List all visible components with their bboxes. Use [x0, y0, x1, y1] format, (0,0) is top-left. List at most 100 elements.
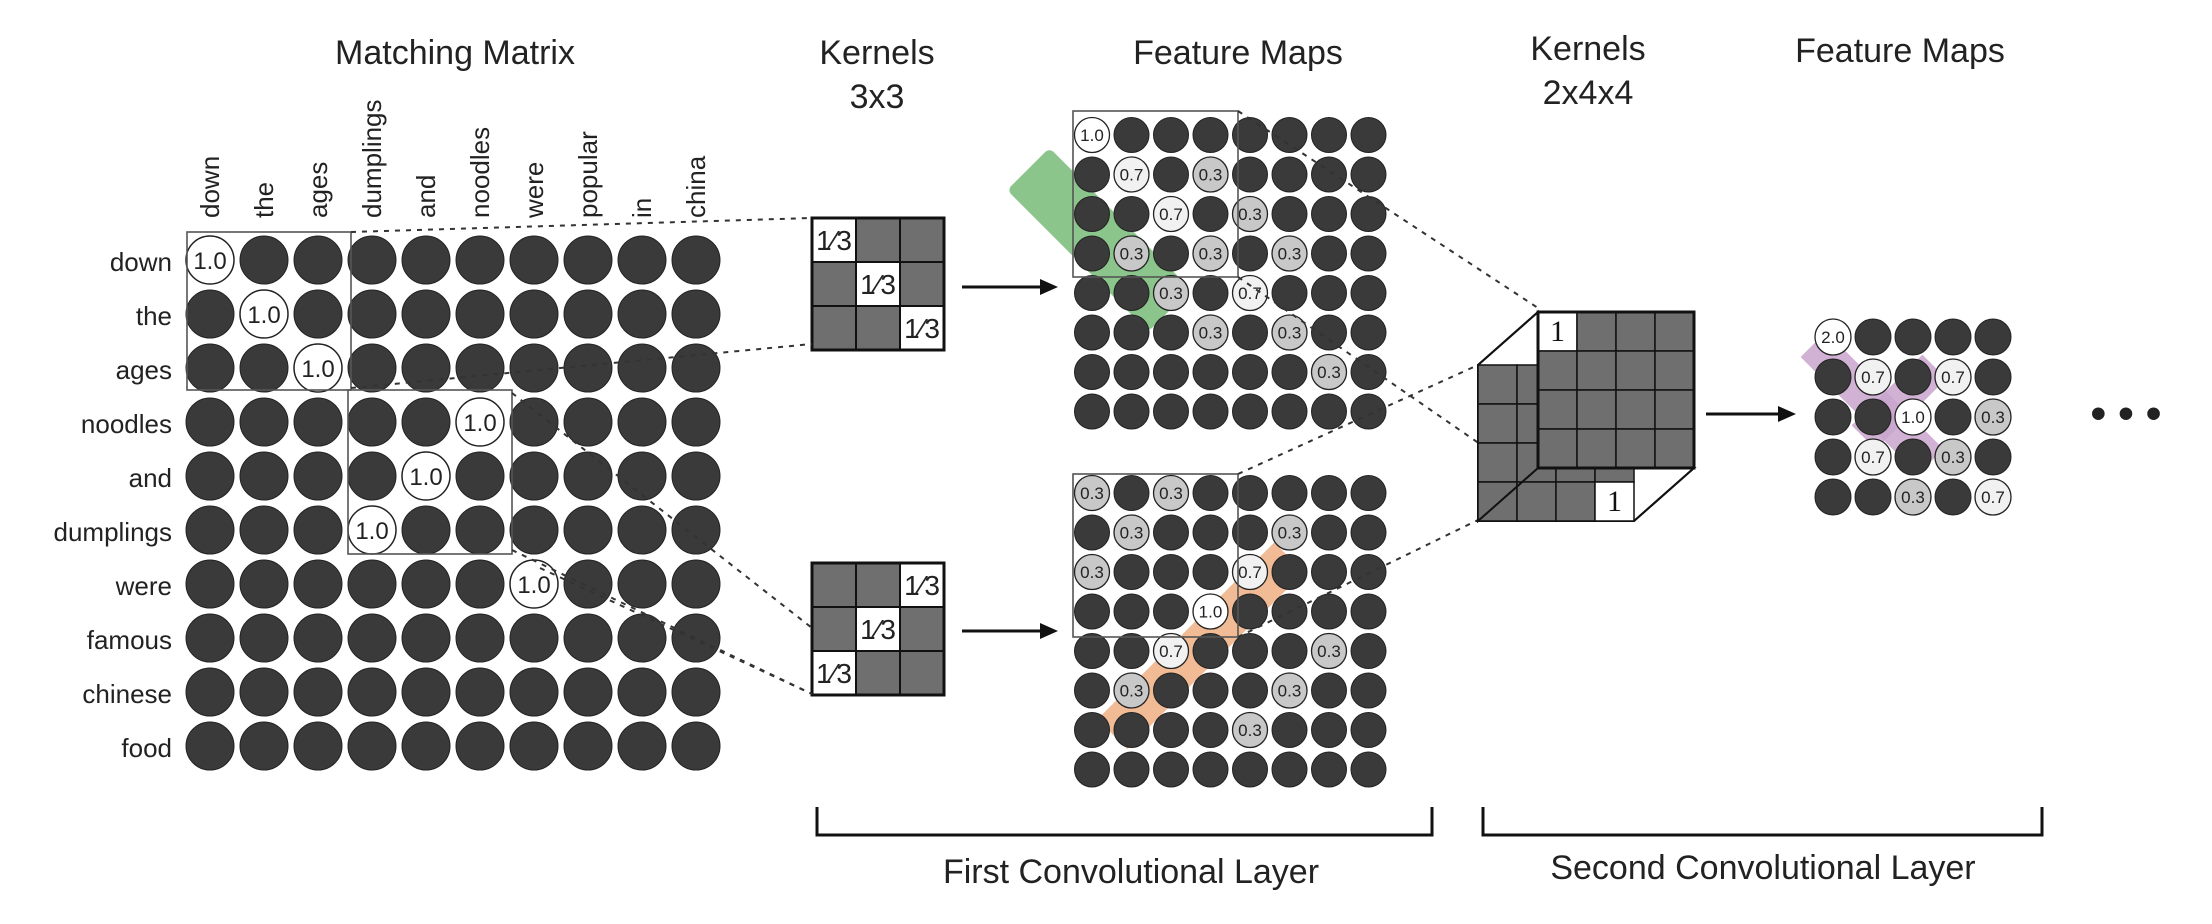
feature-cell [1152, 195, 1190, 233]
feature-cell [1350, 514, 1387, 551]
matrix-cell [401, 505, 451, 555]
kernel-cell-value: 1⁄3 [904, 570, 940, 601]
matrix-cell [455, 235, 505, 285]
matrix-row-label: food [121, 733, 172, 763]
kernel-cell [811, 562, 857, 608]
matrix-cell [185, 505, 235, 555]
feature-cell-value: 0.7 [1981, 488, 2005, 507]
feature-cell [1310, 632, 1348, 670]
feature-cell [1153, 554, 1189, 590]
kernel-2x4x4: 11 [1475, 309, 1697, 524]
matrix-cell-value: 1.0 [193, 248, 226, 275]
matrix-cell [185, 613, 235, 663]
matrix-cell-value: 1.0 [301, 356, 334, 383]
feature-cell [1113, 514, 1150, 551]
feature-cell [1311, 751, 1347, 788]
kernel3d-front-cell [1576, 428, 1617, 469]
matrix-cell [671, 343, 721, 393]
feature-cell [1232, 393, 1268, 430]
feature-cell-value: 0.7 [1861, 448, 1885, 467]
feature-cell [1271, 514, 1308, 551]
matrix-cell [293, 667, 343, 717]
feature-cell [1232, 593, 1268, 630]
matrix-cell [293, 451, 343, 501]
feature-cell-value: 0.7 [1238, 284, 1262, 303]
matrix-cell [293, 721, 343, 771]
matrix-cell [563, 721, 613, 771]
matrix-cell [455, 505, 505, 555]
feature-cell [1074, 514, 1110, 551]
kernel-cell [899, 305, 945, 351]
label-second-layer: Second Convolutional Layer [1550, 849, 1975, 887]
matrix-cell [563, 289, 613, 339]
feature-cell [1271, 554, 1308, 590]
matrix-row-label: dumplings [53, 517, 172, 547]
feature-cell [1232, 751, 1268, 788]
feature-cell [1894, 478, 1932, 516]
feature-cell-value: 0.7 [1238, 563, 1262, 582]
matrix-cell [347, 559, 397, 609]
feature-cell [1311, 275, 1347, 311]
feature-cell-value: 0.3 [1120, 245, 1144, 264]
bracket-first-layer [815, 807, 1434, 837]
matrix-cell [617, 559, 667, 609]
feature-cell [1934, 318, 1972, 356]
feature-cell [1311, 393, 1347, 430]
feature-cell [1073, 474, 1111, 512]
matrix-cell [671, 721, 721, 771]
kernel-cell [855, 562, 901, 608]
feature-cell [1074, 314, 1110, 351]
feature-cell [1113, 235, 1150, 272]
feature-cell [1113, 156, 1150, 193]
matrix-cell-value: 1.0 [409, 464, 442, 491]
matrix-cell [671, 667, 721, 717]
feature-cell-value: 0.3 [1278, 324, 1302, 343]
matrix-cell-value: 1.0 [517, 572, 550, 599]
matrix-cell [563, 613, 613, 663]
matrix-col-label: were [519, 162, 549, 219]
kernel3d-back-value: 1 [1607, 485, 1622, 518]
feature-cell [1311, 712, 1347, 748]
matrix-cell [455, 397, 505, 447]
kernel-cell [855, 305, 901, 351]
feature-cell-value: 0.3 [1080, 484, 1104, 503]
matrix-cell [509, 289, 559, 339]
fm-bottom-window [1072, 473, 1239, 638]
matrix-window-middle [347, 389, 513, 555]
matrix-cell [347, 613, 397, 663]
feature-cell [1311, 156, 1347, 193]
kernel3d-front-cell [1537, 428, 1578, 469]
dashed-connectors [350, 110, 1539, 695]
kernel-border [810, 561, 946, 697]
feature-cell [1074, 672, 1110, 709]
feature-cell [1074, 354, 1110, 390]
feature-cell-value: 1.0 [1080, 126, 1104, 145]
kernel3d-front-cell [1615, 389, 1656, 430]
kernel3d-front-cell [1576, 311, 1617, 352]
matrix-window-top [186, 231, 352, 391]
kernel3d-front-cell [1537, 389, 1578, 430]
feature-cell [1350, 235, 1387, 272]
feature-cell [1192, 117, 1229, 153]
matrix-cell [509, 343, 559, 393]
kernel-cell-value: 1⁄3 [860, 269, 896, 300]
feature-cell [1311, 314, 1347, 351]
matrix-cell [347, 451, 397, 501]
kernel-cell [811, 305, 857, 351]
matrix-cell [401, 451, 451, 501]
feature-cell [1153, 514, 1189, 551]
matrix-cell [239, 721, 289, 771]
selection-boxes [186, 110, 1239, 638]
matrix-cell [293, 289, 343, 339]
feature-cell [1854, 358, 1892, 396]
feature-cell-value: 2.0 [1821, 328, 1845, 347]
feature-cell [1074, 275, 1110, 311]
feature-cell-value: 1.0 [1901, 408, 1925, 427]
feature-cell [1113, 117, 1150, 153]
matrix-cell [617, 451, 667, 501]
feature-cell-value: 0.3 [1317, 642, 1341, 661]
matrix-cell [239, 667, 289, 717]
matrix-cell [401, 559, 451, 609]
